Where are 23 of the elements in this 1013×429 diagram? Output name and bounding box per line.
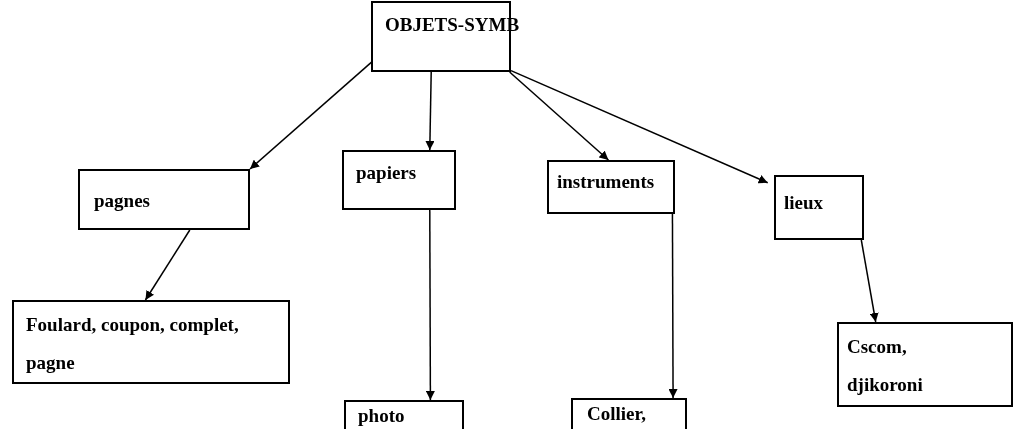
node-label: instruments xyxy=(557,170,655,194)
node-label: Foulard, coupon, complet, pagne xyxy=(26,313,240,375)
arrow xyxy=(668,213,678,399)
text-box xyxy=(342,150,456,210)
arrow xyxy=(860,239,879,323)
text-box xyxy=(774,175,864,240)
node-label: Cscom, djikoroni xyxy=(847,335,924,397)
node-label: photo xyxy=(358,404,405,428)
text-box xyxy=(571,398,687,429)
text-box xyxy=(12,300,290,384)
node-label: lieux xyxy=(784,191,824,215)
text-box xyxy=(837,322,1013,407)
node-label: Collier, xyxy=(587,402,646,426)
node-label: papiers xyxy=(356,161,417,185)
arrow xyxy=(144,229,191,301)
text-box xyxy=(78,169,250,230)
arrow xyxy=(425,209,435,401)
text-box xyxy=(344,400,464,429)
arrow xyxy=(508,71,610,161)
arrow xyxy=(510,69,769,184)
node-label: pagnes xyxy=(94,189,150,213)
arrow xyxy=(425,71,435,151)
text-box xyxy=(547,160,675,214)
